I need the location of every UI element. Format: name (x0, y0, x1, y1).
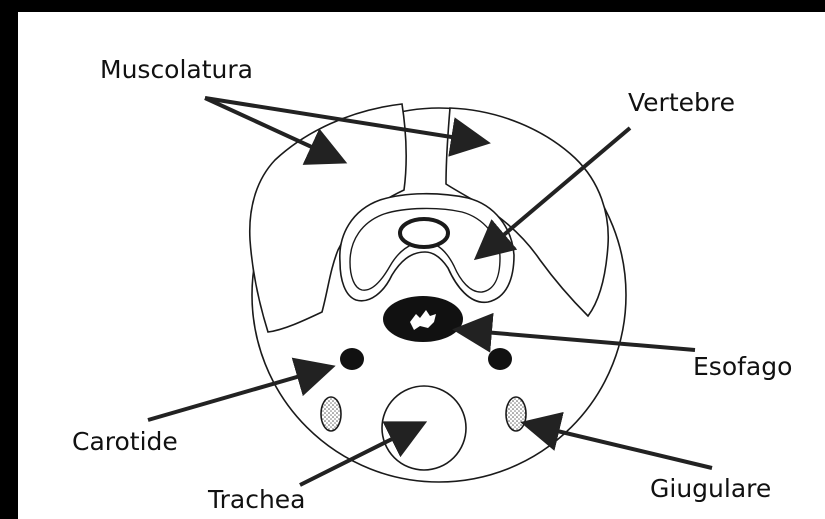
spinal-canal (400, 219, 448, 247)
right-carotid (488, 348, 512, 370)
right-jugular (506, 397, 526, 431)
label-giugulare: Giugulare (650, 474, 771, 503)
label-esofago: Esofago (693, 352, 792, 381)
label-vertebre: Vertebre (628, 88, 735, 117)
label-trachea: Trachea (207, 485, 306, 514)
left-carotid (340, 348, 364, 370)
label-muscolatura: Muscolatura (100, 55, 253, 84)
trachea (382, 386, 466, 470)
left-jugular (321, 397, 341, 431)
label-carotide: Carotide (72, 427, 178, 456)
giugulare-arrow (528, 424, 712, 468)
